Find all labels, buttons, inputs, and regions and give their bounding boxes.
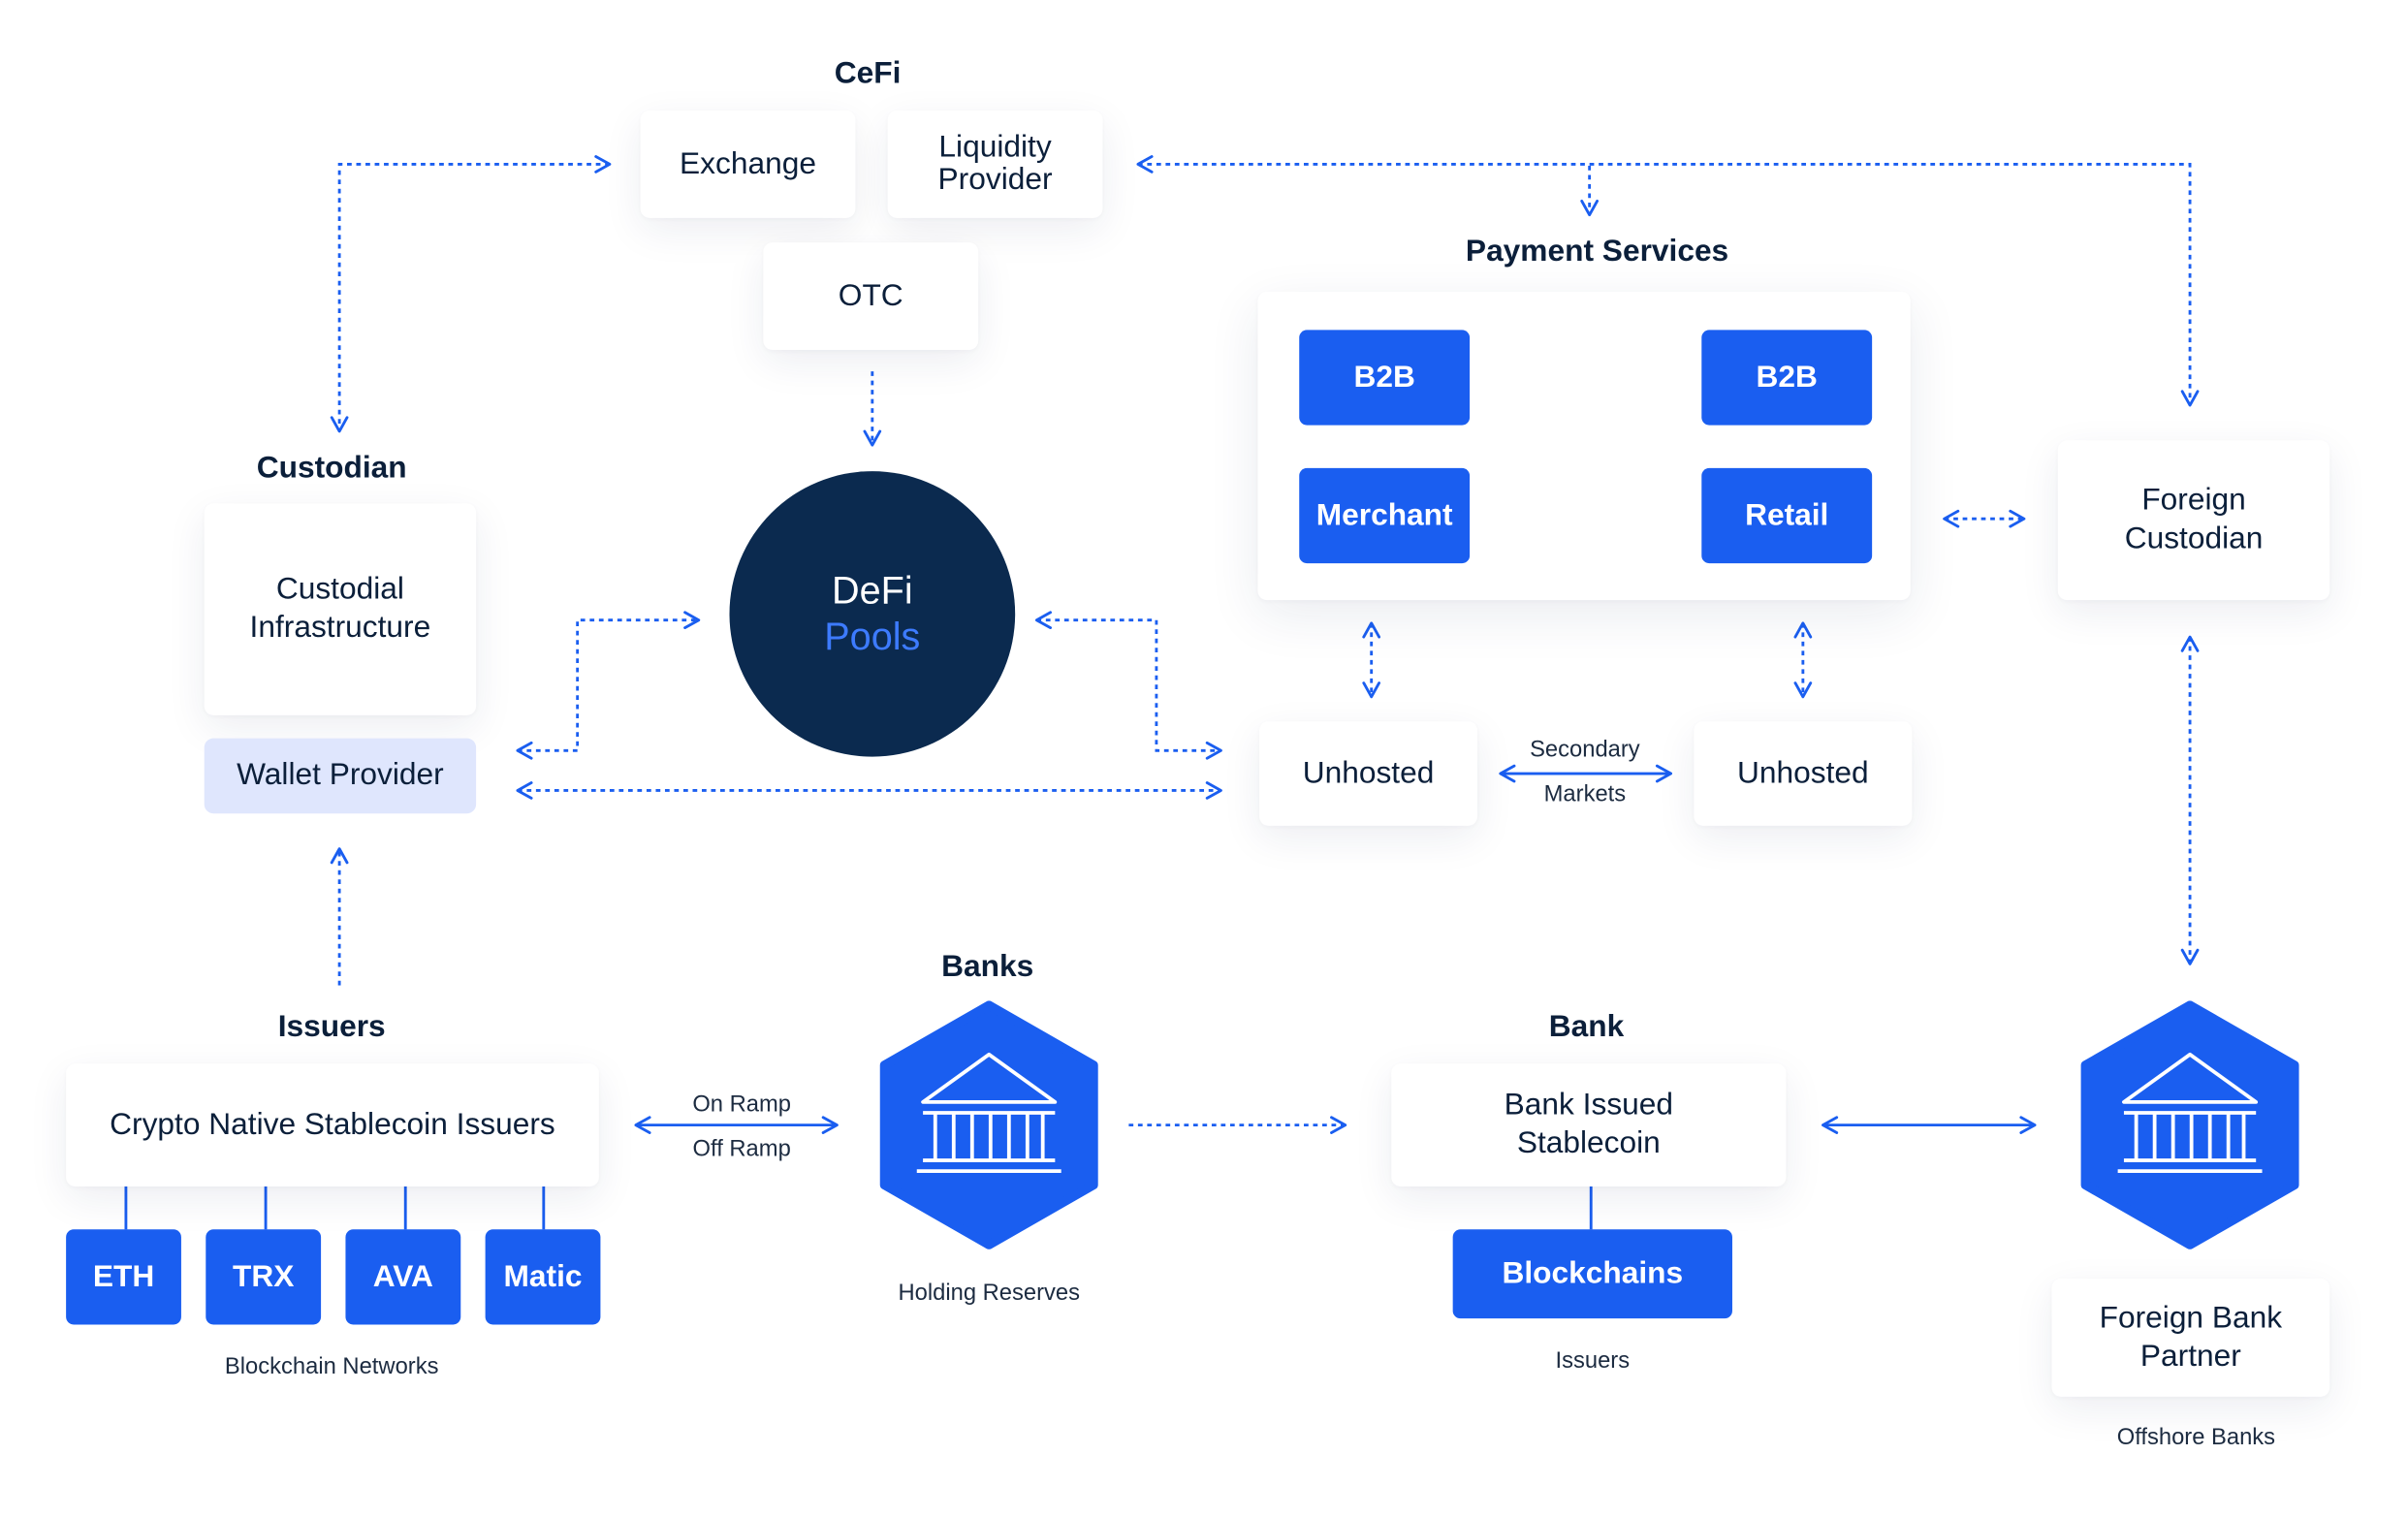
otc-label: OTC: [838, 278, 903, 313]
custodial-infrastructure-box[interactable]: Custodial Infrastructure: [204, 503, 477, 715]
b2b-right-button[interactable]: B2B: [1701, 330, 1873, 426]
bank-building-icon: [916, 1052, 1061, 1174]
exchange-box[interactable]: Exchange: [640, 111, 856, 218]
merchant-button[interactable]: Merchant: [1299, 467, 1471, 564]
b2b-left-button[interactable]: B2B: [1299, 330, 1471, 426]
foreign-custodian-label: Foreign Custodian: [2124, 483, 2264, 556]
retail-button[interactable]: Retail: [1701, 467, 1873, 564]
off-ramp-label: Off Ramp: [692, 1135, 791, 1162]
network-ava-button[interactable]: AVA: [345, 1229, 461, 1325]
foreign-bank-hexagon[interactable]: [2077, 1000, 2301, 1249]
custodian-header: Custodian: [256, 451, 407, 486]
holding-reserves-caption: Holding Reserves: [898, 1280, 1081, 1307]
unhosted-right-box[interactable]: Unhosted: [1694, 721, 1913, 826]
bank-issued-stablecoin-label: Bank Issued Stablecoin: [1504, 1088, 1674, 1161]
payment-services-header: Payment Services: [1465, 235, 1729, 269]
offshore-banks-caption: Offshore Banks: [2116, 1424, 2276, 1451]
pools-label: Pools: [824, 615, 921, 659]
wallet-provider-label: Wallet Provider: [237, 758, 444, 793]
blockchains-button[interactable]: Blockchains: [1452, 1229, 1732, 1319]
exchange-label: Exchange: [680, 146, 816, 181]
foreign-custodian-box[interactable]: Foreign Custodian: [2057, 440, 2330, 601]
network-matic-button[interactable]: Matic: [485, 1229, 601, 1325]
network-trx-button[interactable]: TRX: [206, 1229, 322, 1325]
foreign-bank-partner-label: Foreign Bank Partner: [2099, 1300, 2283, 1374]
on-ramp-label: On Ramp: [692, 1091, 792, 1118]
unhosted-left-box[interactable]: Unhosted: [1259, 721, 1478, 826]
bank-building-icon: [2117, 1052, 2263, 1174]
foreign-bank-partner-box[interactable]: Foreign Bank Partner: [2051, 1278, 2330, 1397]
bank-issuers-caption: Issuers: [1555, 1347, 1631, 1375]
bank-header: Bank: [1548, 1009, 1625, 1044]
wallet-provider-box[interactable]: Wallet Provider: [204, 738, 477, 814]
markets-label: Markets: [1543, 780, 1627, 807]
connector-wallet-defi: [516, 611, 701, 760]
defi-label: DeFi: [831, 569, 913, 613]
network-eth-button[interactable]: ETH: [66, 1229, 181, 1325]
liquidity-provider-label: Liquidity Provider: [937, 130, 1053, 197]
liquidity-provider-box[interactable]: Liquidity Provider: [887, 111, 1103, 218]
blockchain-networks-caption: Blockchain Networks: [224, 1353, 439, 1380]
connector-liquidity-foreign-custodian: [1136, 155, 2200, 407]
banks-header: Banks: [941, 950, 1034, 984]
issuers-header: Issuers: [277, 1009, 386, 1044]
custodial-infrastructure-label: Custodial Infrastructure: [249, 572, 431, 646]
connector-defi-unhosted: [1034, 611, 1222, 760]
otc-box[interactable]: OTC: [763, 242, 979, 351]
crypto-native-issuers-box[interactable]: Crypto Native Stablecoin Issuers: [66, 1063, 599, 1186]
connector-cefi-custodian: [330, 155, 612, 433]
unhosted-left-label: Unhosted: [1302, 755, 1435, 790]
cefi-header: CeFi: [834, 56, 902, 91]
secondary-label: Secondary: [1530, 737, 1640, 763]
unhosted-right-label: Unhosted: [1737, 755, 1869, 790]
banks-hexagon[interactable]: [877, 1000, 1101, 1249]
defi-pools-circle[interactable]: DeFi Pools: [729, 471, 1016, 757]
crypto-native-issuers-label: Crypto Native Stablecoin Issuers: [110, 1107, 555, 1142]
bank-issued-stablecoin-box[interactable]: Bank Issued Stablecoin: [1391, 1063, 1787, 1186]
